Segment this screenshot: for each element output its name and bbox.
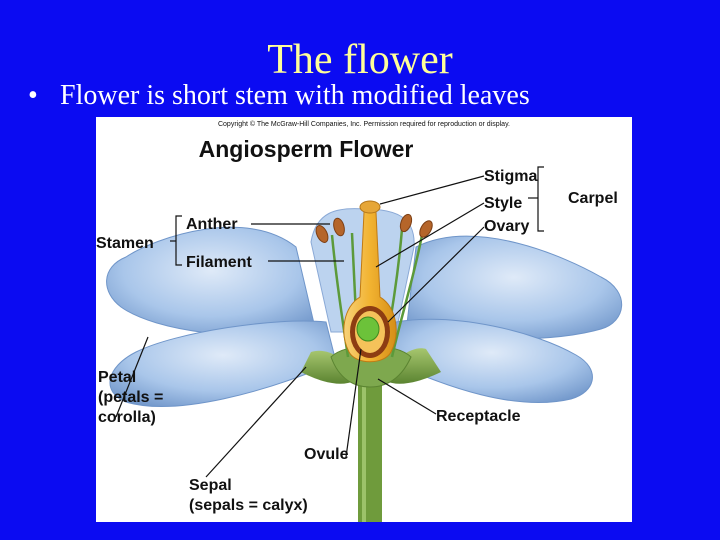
label-stigma: Stigma	[484, 168, 537, 185]
stigma-tip	[360, 201, 380, 213]
ovule-shape	[357, 317, 379, 341]
leader-receptacle	[378, 379, 436, 414]
anther-4	[417, 219, 435, 240]
carpel-bracket	[538, 167, 544, 231]
label-sepal: Sepal	[189, 477, 232, 494]
label-ovule: Ovule	[304, 446, 349, 463]
label-anther: Anther	[186, 216, 238, 233]
label-style: Style	[484, 195, 522, 212]
label-petal-line3: corolla)	[98, 409, 156, 426]
bullet-item: •Flower is short stem with modified leav…	[28, 78, 530, 114]
stem	[358, 377, 382, 522]
label-stamen: Stamen	[96, 235, 154, 252]
label-ovary: Ovary	[484, 218, 529, 235]
bullet-text: Flower is short stem with modified leave…	[60, 80, 530, 111]
label-petal: Petal	[98, 369, 136, 386]
label-sepal-line2: (sepals = calyx)	[189, 497, 308, 514]
flower-diagram-svg: Copyright © The McGraw-Hill Companies, I…	[96, 117, 632, 522]
diagram-heading: Angiosperm Flower	[199, 136, 414, 162]
label-petal-line2: (petals =	[98, 389, 163, 406]
label-filament: Filament	[186, 254, 252, 271]
leader-stigma	[380, 176, 484, 204]
label-receptacle: Receptacle	[436, 408, 521, 425]
label-carpel: Carpel	[568, 190, 618, 207]
bullet-dot: •	[28, 78, 60, 114]
copyright-text: Copyright © The McGraw-Hill Companies, I…	[218, 120, 510, 128]
flower-diagram: Copyright © The McGraw-Hill Companies, I…	[96, 117, 632, 522]
